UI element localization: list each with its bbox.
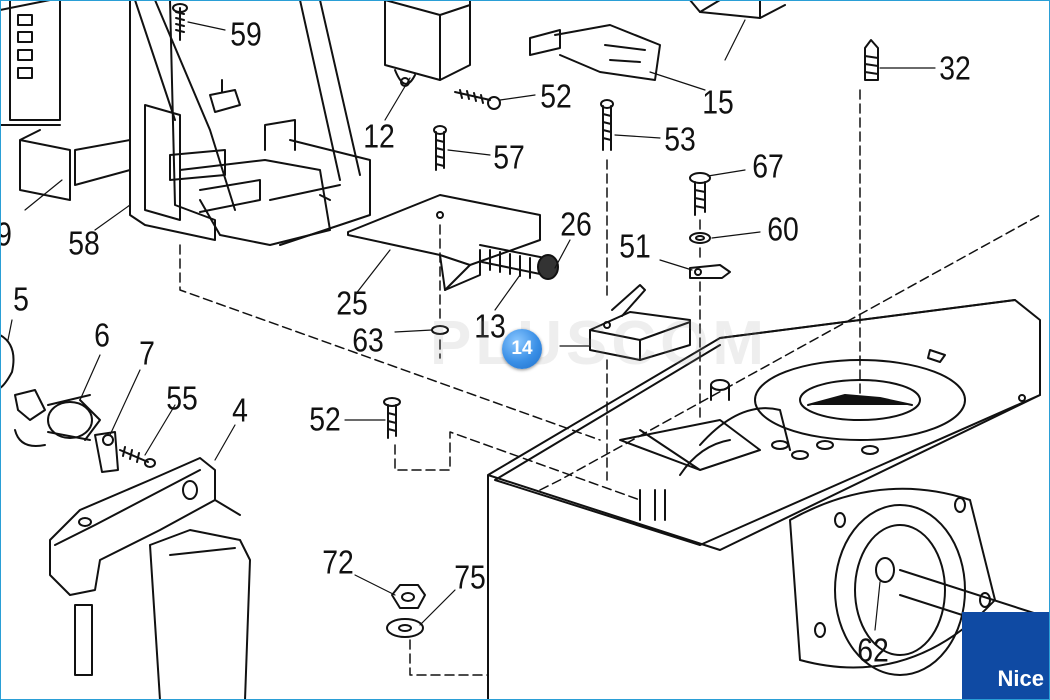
leader-lines xyxy=(7,19,936,631)
callout-26: 26 xyxy=(560,205,592,243)
callout-57: 57 xyxy=(493,138,525,176)
bracket-lower xyxy=(149,529,251,700)
callout-6: 6 xyxy=(94,316,110,354)
callout-32: 32 xyxy=(939,49,971,87)
callout-67: 67 xyxy=(752,147,784,185)
switch-15 xyxy=(529,0,786,81)
screw-59 xyxy=(172,3,188,41)
screw-53 xyxy=(600,99,614,151)
control-board xyxy=(0,0,131,201)
callout-25: 25 xyxy=(336,284,368,322)
washer-75 xyxy=(386,618,424,638)
part-hotspot-14[interactable]: 14 xyxy=(502,329,542,369)
callout-63: 63 xyxy=(352,321,384,359)
cover-plate-25 xyxy=(347,194,559,291)
callout-52-mid: 52 xyxy=(309,400,341,438)
callout-59: 59 xyxy=(230,15,262,53)
callout-52-top: 52 xyxy=(540,77,572,115)
callout-12: 12 xyxy=(363,117,395,155)
screw-52-mid xyxy=(383,397,401,439)
callout-75: 75 xyxy=(454,558,486,596)
screw-52-top xyxy=(454,89,501,110)
callout-53: 53 xyxy=(664,120,696,158)
callout-13: 13 xyxy=(474,307,506,345)
callout-55: 55 xyxy=(166,379,198,417)
screw-55 xyxy=(119,446,156,468)
lock-6 xyxy=(14,389,101,447)
clip-51 xyxy=(689,264,731,279)
mounting-bracket xyxy=(129,0,371,246)
callout-7: 7 xyxy=(139,334,155,372)
callout-72: 72 xyxy=(322,543,354,581)
washer-60 xyxy=(689,232,711,244)
relay-12 xyxy=(384,0,471,87)
screw-57 xyxy=(433,125,447,171)
key-7 xyxy=(94,431,119,473)
brand-logo: Nice xyxy=(962,612,1050,700)
callout-4: 4 xyxy=(232,391,248,429)
callout-58: 58 xyxy=(68,224,100,262)
assembly-lines xyxy=(179,89,1041,676)
part-5 xyxy=(0,334,15,389)
nut-72 xyxy=(391,584,426,609)
callout-60: 60 xyxy=(767,210,799,248)
o-ring-63 xyxy=(431,325,449,335)
callout-62: 62 xyxy=(857,631,889,669)
callout-51: 51 xyxy=(619,227,651,265)
callout-5: 5 xyxy=(13,280,29,318)
microswitch-14 xyxy=(589,284,691,361)
callout-9: 9 xyxy=(0,218,12,251)
brand-logo-text: Nice xyxy=(997,666,1044,691)
bolt-32 xyxy=(864,39,879,81)
screw-67 xyxy=(689,172,711,216)
lever-arm-4 xyxy=(49,457,241,676)
callout-15: 15 xyxy=(702,83,734,121)
